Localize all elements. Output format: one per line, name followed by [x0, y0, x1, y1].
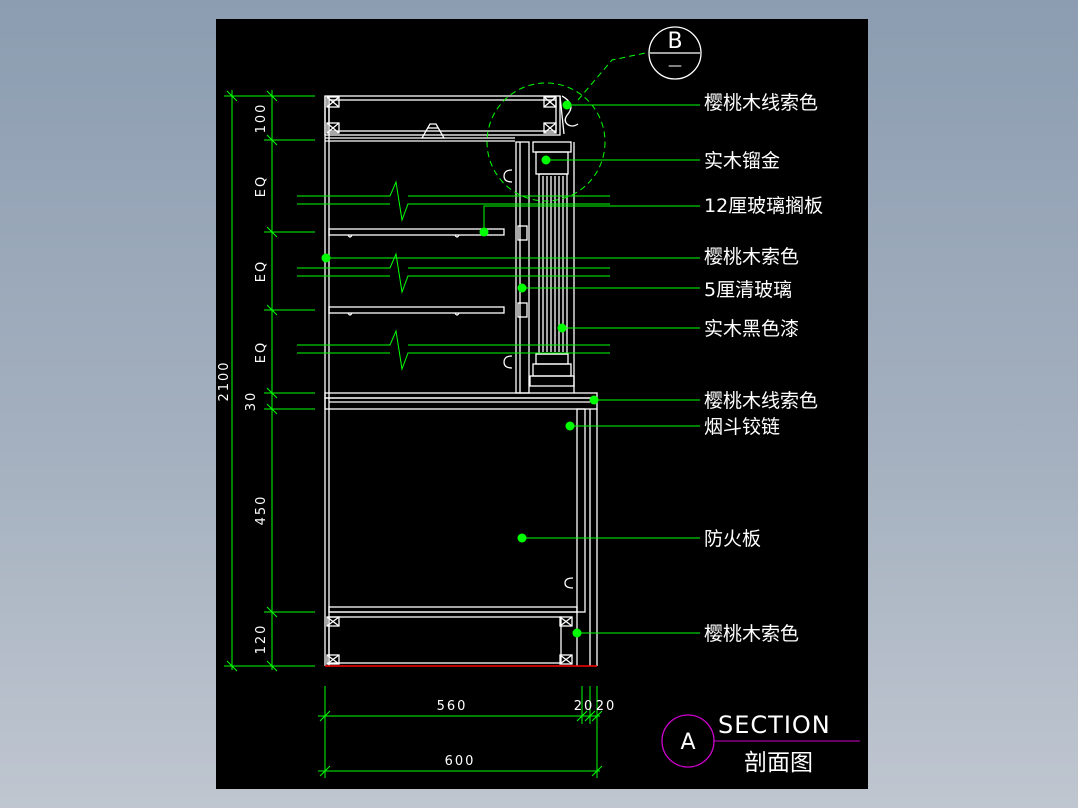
dim-segment: 120: [254, 624, 269, 655]
section-title-block: A SECTION 剖面图: [661, 711, 831, 776]
callout-label: 烟斗铰链: [704, 416, 780, 438]
detail-callout-label: B: [667, 29, 682, 54]
dim-segment: EQ: [254, 175, 269, 197]
callout-label: 实木黑色漆: [704, 318, 799, 340]
glass-shelf-1: [328, 228, 505, 236]
top-box: [324, 95, 561, 136]
cabinet-outline: [324, 95, 598, 666]
callout-label: 樱桃木线索色: [704, 92, 818, 114]
break-line-3: [297, 329, 610, 371]
detail-leader: [577, 51, 651, 101]
dim-segment: 100: [254, 103, 269, 134]
dim-total: 2100: [217, 360, 232, 401]
plinth: [328, 616, 562, 664]
callout-label: 12厘玻璃搁板: [704, 195, 823, 217]
downlight: [420, 123, 446, 139]
top-box-corner-block: [326, 96, 340, 108]
dim-segment: 30: [244, 391, 259, 412]
leader-dots: [321, 100, 599, 638]
crown-molding: [561, 95, 579, 127]
door-knob: [503, 169, 513, 183]
glass-shelf-2: [328, 306, 505, 314]
detail-callout-b: B —: [648, 26, 702, 80]
break-line-2: [297, 252, 610, 294]
bottom-shelf: [328, 606, 578, 613]
section-marker-circle: [661, 714, 715, 768]
callout-label: 樱桃木索色: [704, 623, 799, 645]
callout-label: 防火板: [704, 528, 761, 550]
section-subtitle: 剖面图: [744, 750, 813, 776]
horizontal-dimension-texts: 560 20 20 600: [437, 699, 617, 769]
vertical-dimension-texts: 2100 100 EQ EQ EQ 30 450 120: [217, 103, 269, 655]
detail-callout-circle: [648, 26, 702, 80]
dim-width: 560: [437, 699, 468, 714]
callout-labels: 樱桃木线索色 实木镏金 12厘玻璃搁板 樱桃木索色 5厘清玻璃 实木黑色漆 樱桃…: [704, 92, 823, 645]
countertop: [324, 392, 598, 399]
callout-label: 实木镏金: [704, 150, 780, 172]
dim-segment: 450: [254, 495, 269, 526]
top-box-inner: [328, 99, 557, 132]
dim-width: 20: [596, 699, 617, 714]
column-capital: [532, 141, 572, 153]
section-marker-label: A: [680, 730, 695, 755]
dim-segment: EQ: [254, 341, 269, 363]
callout-label: 5厘清玻璃: [704, 279, 792, 301]
detail-callout-sub: —: [668, 58, 682, 74]
dim-width: 20: [574, 699, 595, 714]
callout-label: 樱桃木索色: [704, 246, 799, 268]
callout-label: 樱桃木线索色: [704, 390, 818, 412]
break-line-1: [297, 180, 610, 222]
detail-zone-circle: [486, 82, 606, 202]
annotation-layer: [224, 51, 860, 778]
dim-width-total: 600: [445, 754, 476, 769]
column-base: [532, 363, 572, 377]
dim-segment: EQ: [254, 260, 269, 282]
section-title: SECTION: [718, 711, 831, 739]
pipe-hinge: [564, 577, 574, 589]
lower-door-edge: [576, 408, 586, 613]
